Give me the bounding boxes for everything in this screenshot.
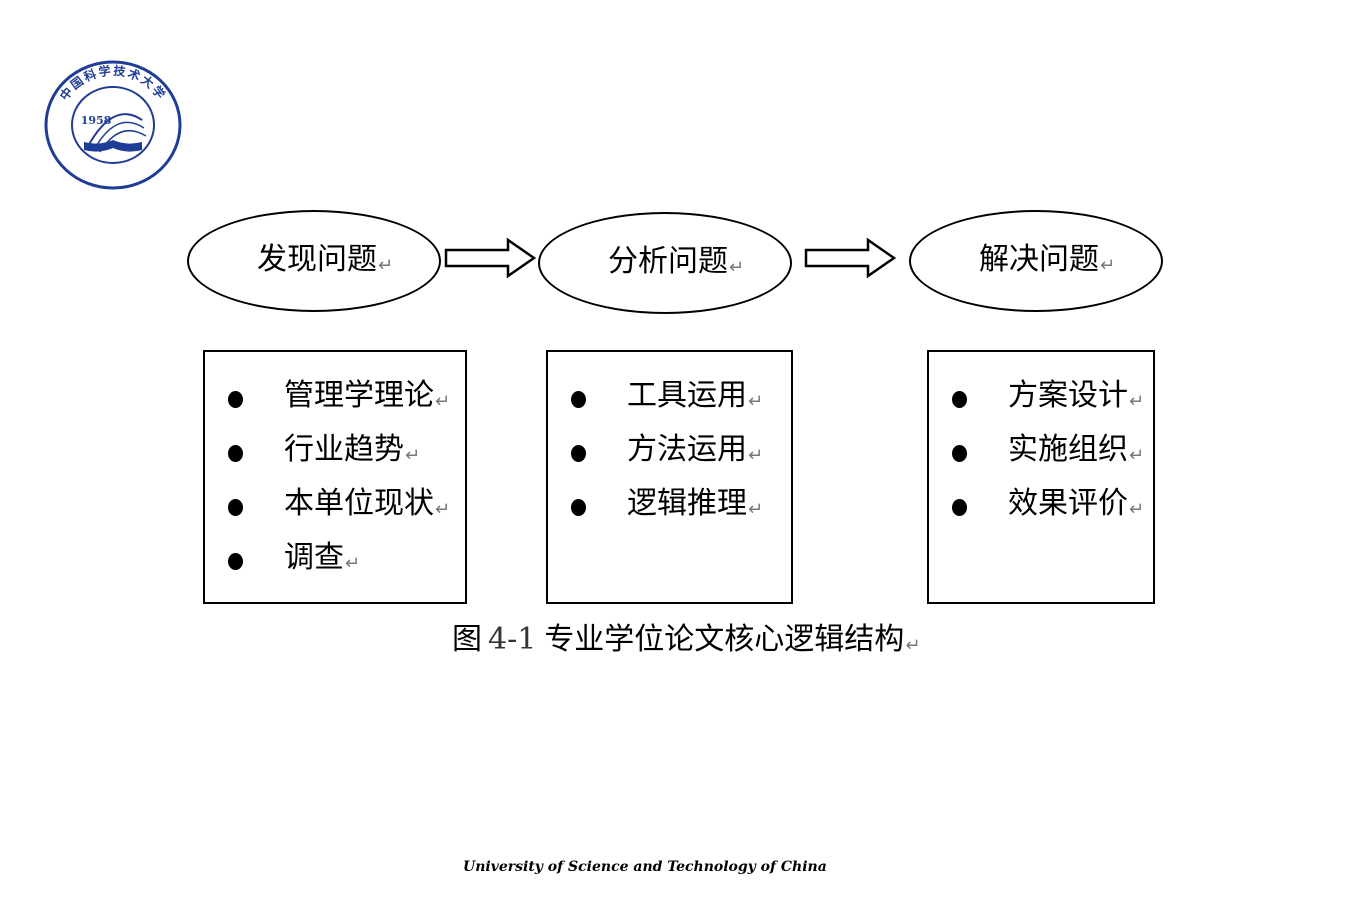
bullet-icon: [228, 391, 243, 408]
caption-prefix: 图: [452, 622, 482, 657]
stage-box-analyze: 工具运用↵ 方法运用↵ 逻辑推理↵: [546, 350, 793, 604]
stage-label: 发现问题↵: [257, 242, 394, 277]
seal-year: 1958: [81, 114, 112, 127]
stage-box-discover: 管理学理论↵ 行业趋势↵ 本单位现状↵ 调查↵: [203, 350, 467, 604]
bullet-icon: [228, 499, 243, 516]
bullet-icon: [228, 445, 243, 462]
bullet-icon: [228, 553, 243, 570]
right-arrow-icon: [444, 238, 536, 278]
bullet-icon: [571, 391, 586, 408]
seal-chinese-name: 中国科学技术大学: [56, 63, 167, 103]
stage-ellipse-analyze: 分析问题↵: [538, 212, 792, 314]
bullet-icon: [571, 445, 586, 462]
svg-text:中国科学技术大学: 中国科学技术大学: [56, 63, 169, 103]
stage-label: 解决问题↵: [979, 242, 1116, 277]
caption-number: 4-1: [488, 622, 537, 657]
stage-ellipse-discover: 发现问题↵: [187, 210, 441, 312]
stage-box-solve: 方案设计↵ 实施组织↵ 效果评价↵: [927, 350, 1155, 604]
university-seal-logo: 中国科学技术大学 1958: [44, 60, 182, 190]
bullet-icon: [952, 391, 967, 408]
caption-text: 专业学位论文核心逻辑结构: [544, 622, 905, 657]
stage-label: 分析问题↵: [608, 244, 745, 279]
bullet-icon: [571, 499, 586, 516]
bullet-icon: [952, 445, 967, 462]
bullet-icon: [952, 499, 967, 516]
footer-university-name: University of Science and Technology of …: [463, 859, 827, 875]
right-arrow-icon: [804, 238, 896, 278]
stage-ellipse-solve: 解决问题↵: [909, 210, 1163, 312]
